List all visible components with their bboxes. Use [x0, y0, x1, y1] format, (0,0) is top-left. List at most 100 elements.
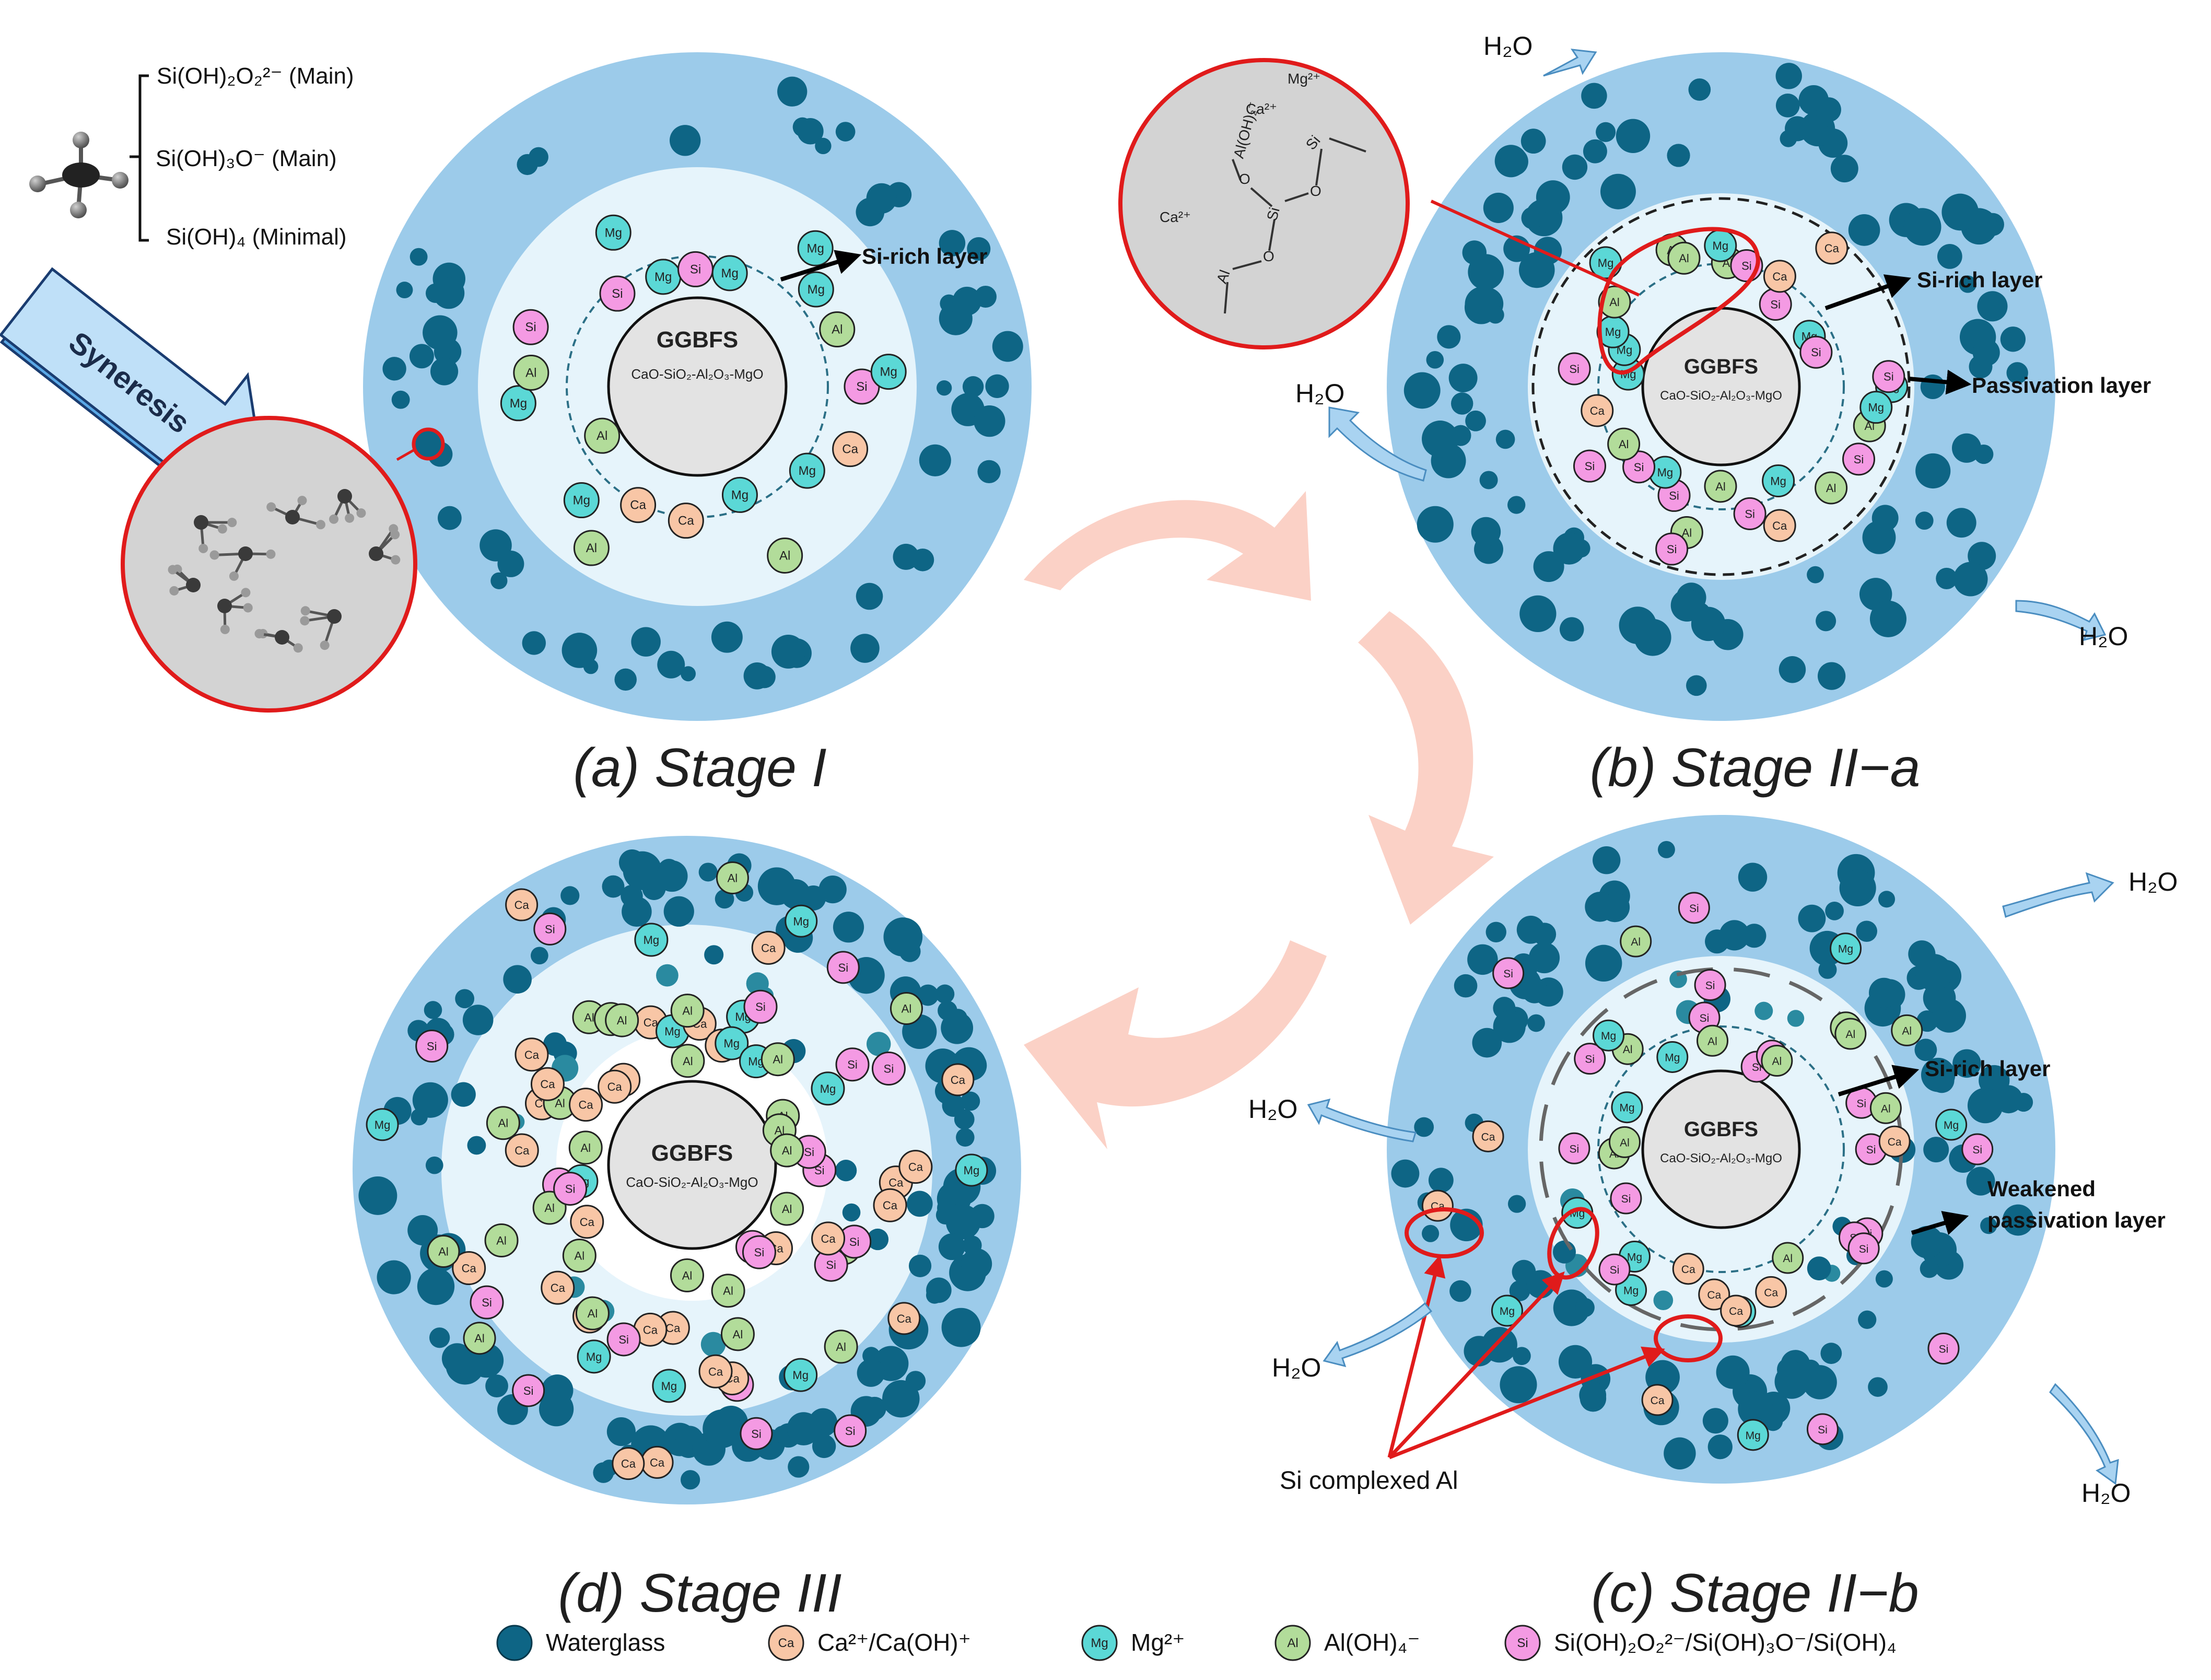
svg-text:H₂O: H₂O [1483, 31, 1533, 61]
waterglass-particle [771, 634, 805, 669]
svg-text:Ca: Ca [708, 1365, 723, 1378]
si-ion: Si [742, 1235, 776, 1269]
waterglass-particle [438, 506, 462, 530]
svg-text:Si: Si [1569, 363, 1580, 376]
svg-text:Al: Al [596, 429, 607, 443]
waterglass-particle [1500, 1366, 1537, 1404]
waterglass-particle [1520, 129, 1546, 154]
svg-text:H₂O: H₂O [1248, 1094, 1297, 1124]
waterglass-particle [681, 666, 696, 682]
svg-text:Ca: Ca [821, 1232, 836, 1245]
ca-ion: Ca [1698, 1278, 1730, 1311]
svg-text:Mg: Mg [1601, 1030, 1616, 1042]
svg-text:Ca: Ca [1729, 1305, 1743, 1317]
waterglass-particle [1966, 1166, 1995, 1196]
svg-text:Ca: Ca [678, 514, 694, 528]
waterglass-particle [1575, 1298, 1595, 1317]
waterglass-particle [801, 885, 826, 911]
svg-text:Al: Al [525, 366, 536, 380]
svg-text:Ca: Ca [951, 1074, 966, 1087]
waterglass-particle [522, 631, 546, 655]
svg-text:Si: Si [1741, 260, 1752, 273]
svg-text:Mg: Mg [664, 1025, 681, 1038]
waterglass-particle [1485, 921, 1506, 942]
al-ion: Al [605, 1003, 639, 1037]
si-ion: Si [1733, 497, 1767, 530]
waterglass-particle [1428, 1168, 1454, 1193]
svg-text:Mg: Mg [1623, 1285, 1639, 1297]
si-ion: Si [1872, 360, 1905, 393]
svg-text:Mg: Mg [605, 226, 622, 240]
waterglass-particle [455, 989, 475, 1009]
legend-al: Al Al(OH)₄⁻ [1274, 1625, 1420, 1661]
svg-text:Ca: Ca [524, 1048, 540, 1061]
waterglass-particle [2002, 1204, 2034, 1236]
waterglass-particle [670, 125, 701, 156]
waterglass-particle [1579, 1381, 1607, 1409]
svg-text:Ca²⁺: Ca²⁺ [1246, 101, 1277, 117]
svg-text:Si: Si [1669, 489, 1679, 502]
svg-text:Ca: Ca [514, 899, 530, 912]
waterglass-particle [833, 912, 864, 943]
waterglass-particle [1422, 1224, 1440, 1242]
waterglass-particle [425, 1156, 443, 1174]
al-ion: Al [762, 1113, 797, 1148]
svg-text:Al: Al [773, 1053, 783, 1066]
waterglass-particle [1915, 453, 1951, 489]
waterglass-particle [1522, 977, 1548, 1004]
waterglass-particle [1779, 656, 1806, 683]
svg-text:Mg: Mg [723, 1037, 740, 1050]
svg-text:Ca: Ca [540, 1078, 555, 1091]
si-ion: Si [871, 1052, 906, 1086]
ggbfs-core [607, 1080, 777, 1250]
svg-text:Ca²⁺/Ca(OH)⁺: Ca²⁺/Ca(OH)⁺ [817, 1629, 971, 1656]
waterglass-particle [1437, 325, 1461, 349]
svg-text:Si: Si [1884, 370, 1894, 383]
svg-text:Al: Al [1902, 1025, 1912, 1037]
waterglass-particle [1775, 63, 1802, 89]
svg-text:Al: Al [836, 1340, 846, 1354]
svg-text:Al: Al [1707, 1035, 1717, 1047]
waterglass-particle [1977, 291, 2008, 322]
waterglass-particle [1952, 1049, 1981, 1078]
svg-text:Al: Al [474, 1332, 485, 1345]
si-complexed-al-label: Si complexed Al [1280, 1467, 1458, 1495]
waterglass-particle [623, 851, 662, 890]
waterglass-particle [1518, 252, 1555, 288]
waterglass-particle [1664, 1437, 1696, 1470]
waterglass-particle [1868, 1377, 1888, 1397]
waterglass-particle [1513, 1347, 1531, 1366]
waterglass-particle [1533, 551, 1564, 582]
waterglass-particle [1951, 433, 1982, 463]
ca-ion: Ca [640, 1445, 674, 1479]
waterglass-particle [1553, 532, 1585, 565]
svg-text:Si: Si [755, 1000, 766, 1013]
svg-text:Ca: Ca [1772, 270, 1787, 283]
svg-text:O: O [1239, 171, 1250, 187]
mg-ion: Mg [811, 1071, 845, 1106]
waterglass-particle [956, 1128, 975, 1147]
mg-ion: Mg [1859, 391, 1893, 424]
si-ion: Si [599, 275, 636, 312]
svg-text:Si: Si [612, 287, 623, 301]
waterglass-particle [967, 237, 991, 261]
ca-ion: Ca [811, 1221, 846, 1256]
sampling-point [412, 427, 445, 461]
waterglass-particle [663, 896, 694, 927]
svg-text:Al: Al [782, 1203, 792, 1216]
si-ion: Si [1558, 352, 1591, 386]
si-ion: Si [743, 989, 778, 1024]
svg-text:Mg: Mg [1868, 401, 1884, 414]
svg-text:Ca: Ca [1707, 1289, 1721, 1301]
si-rich-layer-label: Si-rich layer [1925, 1056, 2050, 1081]
waterglass-particle [812, 1434, 836, 1459]
svg-text:Al: Al [782, 1144, 792, 1157]
waterglass-particle [939, 230, 966, 256]
svg-text:Ca: Ca [607, 1080, 623, 1093]
caption-stage-2a: (b) Stage II−a [1589, 738, 1920, 798]
waterglass-particle [1920, 1259, 1939, 1278]
al-ion: Al [767, 537, 803, 574]
waterglass-particle [906, 1191, 933, 1217]
ca-ion: Ca [873, 1188, 907, 1222]
svg-text:Al(OH)₄⁻: Al(OH)₄⁻ [1324, 1629, 1420, 1656]
